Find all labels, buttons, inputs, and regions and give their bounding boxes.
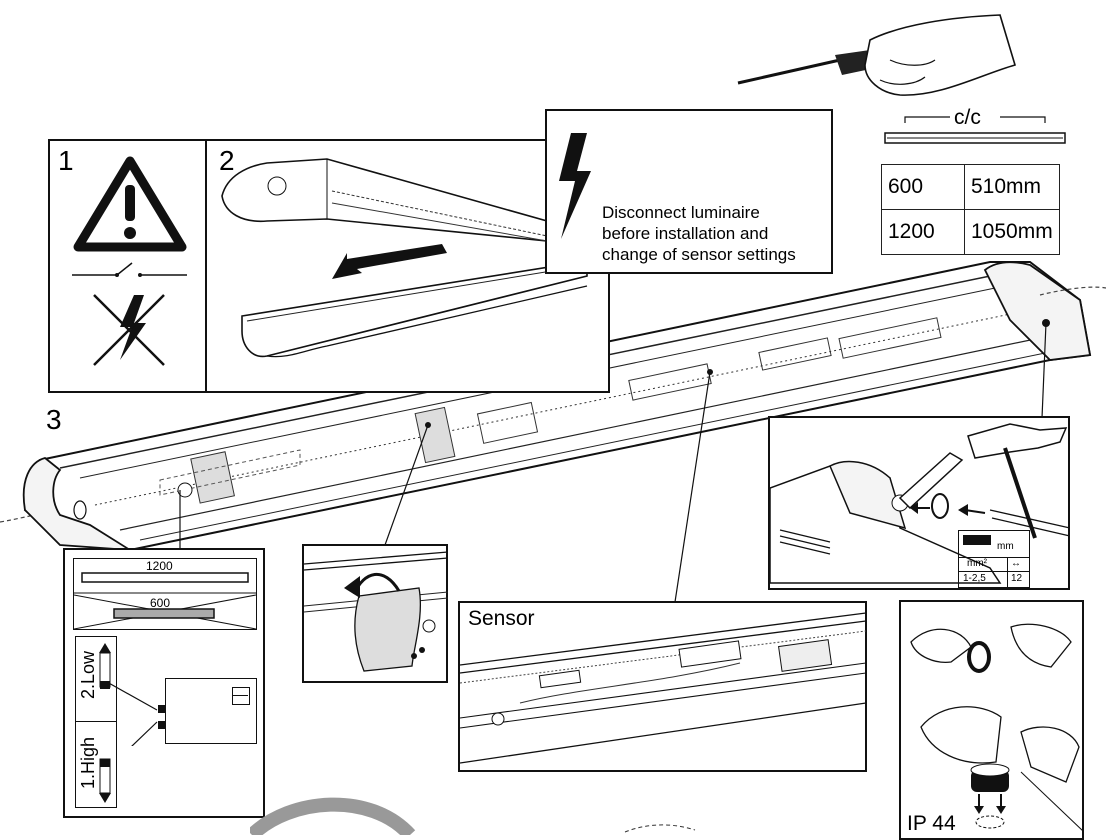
sensor-panel: Sensor: [458, 601, 867, 772]
arrow-down-icon: [332, 244, 447, 279]
spacing-table: 600 510mm 1200 1050mm: [881, 164, 1060, 255]
step-3-label: 3: [46, 404, 62, 435]
step-2-label: 2: [219, 145, 235, 176]
warning-triangle-icon: [73, 156, 187, 252]
wire-spec-strip-symbol: ↔: [1011, 558, 1021, 569]
length-switch-panel: 1200 600 2.Low 1.High: [63, 548, 265, 818]
length-long: 1200: [146, 559, 173, 573]
spacing-tube-icon: [884, 116, 1066, 144]
switch-off-icon: [72, 262, 187, 277]
wire-spec-table: mm mm² ↔ 1-2,5 12: [958, 530, 1030, 588]
spacing-cc-1050: 1050mm: [964, 209, 1060, 255]
cropped-next-figure: [250, 797, 696, 835]
luminaire-body: [22, 261, 1106, 552]
step-2-panel: 2: [205, 139, 610, 393]
spacing-length-600: 600: [881, 164, 965, 210]
spacing-cc-label: c/c: [954, 106, 981, 129]
ip44-panel: IP 44: [899, 600, 1084, 840]
switch-selector: 2.Low 1.High: [75, 636, 117, 808]
step-1-panel: 1: [48, 139, 208, 393]
wire-spec-range: 1-2,5: [963, 573, 986, 584]
hammer-icon: [967, 423, 1068, 539]
crossed-lightning-icon: [93, 294, 165, 366]
length-short: 600: [150, 596, 171, 610]
ip-rating-label: IP 44: [907, 812, 956, 835]
warning-panel: Disconnect luminaire before installation…: [545, 109, 833, 274]
wire-spec-cross-section: mm²: [967, 558, 987, 569]
warning-text-line-3: change of sensor settings: [602, 245, 796, 264]
length-selection: 1200 600: [73, 558, 257, 630]
wire-spec-unit: mm: [997, 541, 1014, 552]
step-1-label: 1: [58, 145, 74, 176]
spacing-cc-510: 510mm: [964, 164, 1060, 210]
warning-text-line-2: before installation and: [602, 224, 769, 243]
screwdriver-hand-icon: [737, 14, 1016, 96]
diffuser-removal-diagram: [221, 158, 588, 358]
table-row: 1200 1050mm: [881, 209, 1060, 255]
spacing-length-1200: 1200: [881, 209, 965, 255]
cable-entry-panel: mm mm² ↔ 1-2,5 12: [768, 416, 1070, 590]
table-row: 600 510mm: [881, 164, 1060, 210]
diffuser-rotate-panel: [302, 544, 448, 683]
lightning-icon: [559, 133, 591, 239]
sensor-module: [158, 678, 257, 744]
wire-spec-strip-length: 12: [1011, 573, 1023, 584]
sensor-label: Sensor: [468, 607, 535, 630]
warning-text-line-1: Disconnect luminaire: [602, 203, 760, 222]
